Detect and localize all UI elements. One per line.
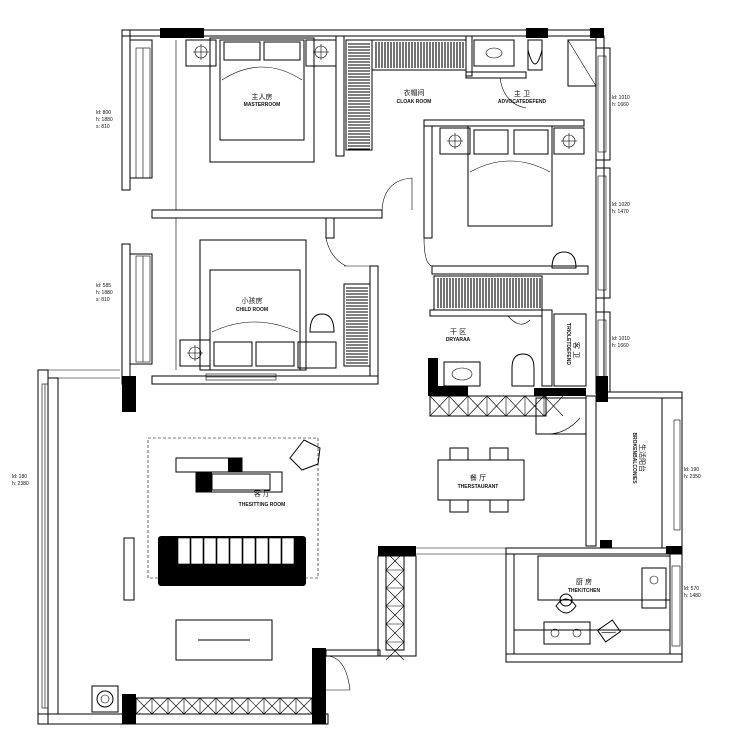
dry-area-label-en: DRYARAA xyxy=(446,337,471,343)
bath-fixtures xyxy=(443,39,597,387)
window-tag-bedroom-1: ld: 1020 xyxy=(612,202,630,208)
window-tag-guestbath-1: ld: 1010 xyxy=(612,336,630,342)
window-tag-kitchen-2: h: 1480 xyxy=(684,593,701,599)
window-tag-living-1: ld: 180 xyxy=(12,474,27,480)
master-bedroom-label-cn: 主人房 xyxy=(252,92,273,101)
child-room-label-cn: 小孩房 xyxy=(242,296,263,305)
windows xyxy=(41,47,681,709)
window-tag-balcony-2: h: 2350 xyxy=(684,474,701,480)
cloak-room-label-en: CLOAK ROOM xyxy=(397,99,432,105)
kitchen-label-cn: 厨 房 xyxy=(576,577,592,586)
window-tag-bedroom-2: h: 1470 xyxy=(612,209,629,215)
dining-room-label-cn: 餐 厅 xyxy=(470,473,486,482)
window-tags: ld: 800 h: 1880 s: 810 ld: 585 h: 1880 s… xyxy=(12,95,701,599)
guest-bath-label-en: TRIOLETDEFEND xyxy=(565,323,571,365)
solid-walls xyxy=(122,28,682,724)
master-bedroom-label-en: MASTERROOM xyxy=(244,102,281,108)
window-tag-balcony-1: ld: 190 xyxy=(684,467,699,473)
master-bath-label-cn: 主 卫 xyxy=(514,89,530,98)
master-bed xyxy=(185,37,337,163)
window-tag-child-1: ld: 585 xyxy=(96,283,111,289)
window-tag-bath-2: h: 1660 xyxy=(612,102,629,108)
window-tag-bath-1: ld: 1010 xyxy=(612,95,630,101)
dining-room-label-en: THERSTAURANT xyxy=(458,484,499,490)
dining-furniture xyxy=(437,447,525,513)
dry-area-label-cn: 干 区 xyxy=(450,328,466,336)
hatched-walls xyxy=(135,395,564,715)
balcony-label-cn: 生活阳台 xyxy=(638,444,647,472)
window-tag-master-2: h: 1880 xyxy=(96,117,113,123)
guest-bath-label-cn: 客 卫 xyxy=(572,342,581,358)
second-bed xyxy=(439,125,585,269)
cloak-room-label-cn: 衣帽间 xyxy=(404,88,425,97)
wardrobes xyxy=(343,39,543,367)
living-furniture xyxy=(91,437,321,713)
window-tag-master-1: ld: 800 xyxy=(96,110,111,116)
room-labels: 主人房 MASTERROOM 衣帽间 CLOAK ROOM 主 卫 ADVOCA… xyxy=(236,88,647,594)
master-bath-label-en: ADVOCATEDEFEND xyxy=(498,99,547,105)
window-tag-child-3: s: 810 xyxy=(96,297,110,303)
balcony-label-en: BROKENBALCONIES xyxy=(631,432,637,484)
window-tag-kitchen-1: ld: 570 xyxy=(684,586,699,592)
kitchen-fixtures xyxy=(513,555,671,655)
window-tag-guestbath-2: h: 1660 xyxy=(612,343,629,349)
child-bed xyxy=(179,239,337,371)
living-room-label-en: THESITTING ROOM xyxy=(239,502,286,508)
window-tag-living-2: h: 2380 xyxy=(12,481,29,487)
kitchen-label-en: THEKITCHEN xyxy=(568,588,601,594)
child-room-label-en: CHILD ROOM xyxy=(236,307,268,313)
living-room-label-cn: 客 厅 xyxy=(254,489,270,498)
window-tag-child-2: h: 1880 xyxy=(96,290,113,296)
window-tag-master-3: s: 810 xyxy=(96,124,110,130)
doors xyxy=(325,77,581,691)
